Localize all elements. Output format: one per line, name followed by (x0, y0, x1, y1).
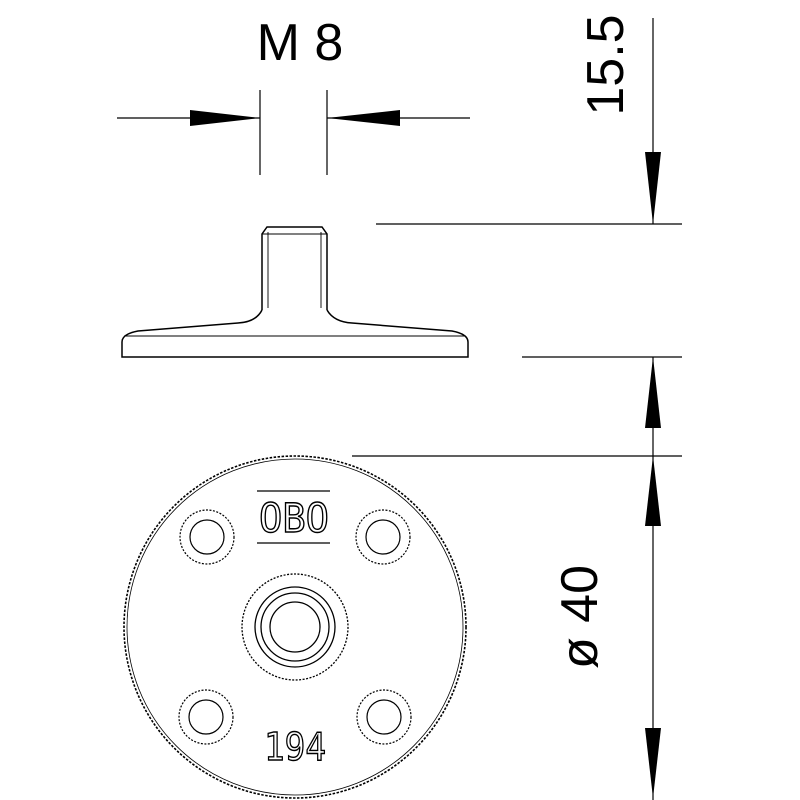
thread-dimension (117, 90, 470, 175)
mounting-hole-top-left (179, 509, 235, 565)
thread-label: M 8 (257, 14, 344, 72)
height-label: 15.5 (577, 14, 635, 115)
center-stud-ring (254, 586, 336, 668)
base-plate-knurl-inner (126, 458, 464, 796)
base-flange-outline (121, 309, 469, 358)
mounting-hole-bottom-left (178, 689, 234, 745)
height-arrow-bottom (645, 357, 661, 428)
diameter-dimension (352, 455, 682, 800)
stud-outline (261, 226, 328, 310)
height-dimension (376, 18, 682, 455)
thread-arrow-left (190, 110, 260, 126)
diameter-label: ø 40 (551, 565, 609, 669)
part-number-text: 194 (264, 725, 326, 769)
diameter-arrow-bottom (645, 728, 661, 798)
base-plate-outline (123, 455, 467, 799)
diameter-arrow-top (645, 456, 661, 526)
top-view (123, 455, 467, 799)
thread-arrow-right (327, 110, 400, 126)
side-view (121, 226, 469, 358)
center-stud-outer (241, 573, 349, 681)
mounting-hole-top-right (355, 509, 411, 565)
mounting-hole-bottom-right (356, 689, 412, 745)
center-stud-ring-inner (260, 592, 330, 662)
center-stud-hole (269, 601, 321, 653)
logo-text: OBO (259, 496, 329, 542)
height-arrow-top (645, 152, 661, 224)
